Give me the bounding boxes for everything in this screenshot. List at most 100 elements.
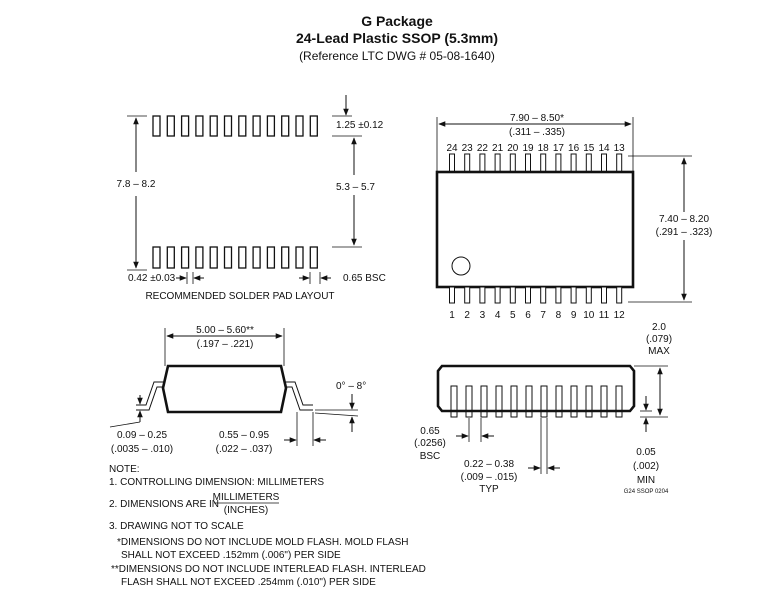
- pin-number: 13: [614, 143, 626, 154]
- package-lead: [540, 286, 547, 304]
- lead-pitch-note: BSC: [420, 451, 441, 462]
- star-note-1b: SHALL NOT EXCEED .152mm (.006") PER SIDE: [121, 550, 341, 561]
- body-width-mm: 5.00 – 5.60**: [196, 325, 254, 336]
- package-lead: [540, 153, 547, 173]
- package-title: G Package: [361, 13, 433, 29]
- solder-pad: [223, 115, 233, 137]
- star-note-2b: FLASH SHALL NOT EXCEED .254mm (.010") PE…: [121, 577, 376, 588]
- package-lead: [525, 153, 531, 173]
- side-lead: [510, 385, 518, 418]
- pin-number: 2: [464, 310, 470, 321]
- side-lead: [540, 385, 548, 418]
- pin-number: 6: [525, 310, 531, 321]
- solder-pad: [309, 115, 318, 137]
- top-leads: [449, 153, 623, 173]
- solder-pad: [152, 246, 161, 269]
- pin-number: 4: [495, 310, 501, 321]
- package-body-side: [436, 364, 636, 413]
- pad-row-top: [152, 115, 318, 137]
- pin-number: 8: [556, 310, 562, 321]
- package-lead: [479, 153, 486, 173]
- note-2-prefix: 2. DIMENSIONS ARE IN: [109, 499, 219, 510]
- package-lead: [449, 286, 455, 304]
- solder-pad: [309, 246, 318, 269]
- overall-width-mm: 7.40 – 8.20: [659, 214, 709, 225]
- solder-pad: [238, 115, 247, 137]
- solder-pad-layout: 7.8 – 8.2 1.25 ±0.12 5.3 – 5.7 0.42 ±0.0…: [117, 95, 386, 302]
- notes-heading: NOTE:: [109, 464, 140, 475]
- package-lead: [494, 286, 501, 304]
- body-length-mm: 7.90 – 8.50*: [510, 113, 564, 124]
- lead-width-in: (.009 – .015): [461, 472, 518, 483]
- package-lead: [509, 286, 516, 304]
- package-lead: [585, 153, 592, 173]
- package-lead: [570, 286, 577, 304]
- solder-pad: [180, 115, 190, 137]
- solder-pad: [281, 246, 290, 269]
- overall-span-dim: 7.8 – 8.2: [117, 179, 156, 190]
- side-lead: [525, 385, 533, 418]
- package-lead: [616, 286, 623, 304]
- note-1: 1. CONTROLLING DIMENSION: MILLIMETERS: [109, 477, 324, 488]
- max-height-note: MAX: [648, 346, 670, 357]
- pin-number: 24: [446, 143, 458, 154]
- pin-number: 9: [571, 310, 577, 321]
- foot-length-mm: 0.55 – 0.95: [219, 430, 269, 441]
- pin-number: 22: [477, 143, 489, 154]
- lead-thickness-mm: 0.09 – 0.25: [117, 430, 167, 441]
- note-2-units-bottom: (INCHES): [224, 505, 268, 516]
- solder-pad: [209, 115, 218, 137]
- star-note-1a: *DIMENSIONS DO NOT INCLUDE MOLD FLASH. M…: [117, 537, 409, 548]
- pin-number: 5: [510, 310, 516, 321]
- pin-number: 21: [492, 143, 504, 154]
- note-2-units-top: MILLIMETERS: [213, 492, 280, 503]
- pin-number: 1: [449, 310, 455, 321]
- pin-number: 19: [522, 143, 534, 154]
- pin-number: 15: [583, 143, 595, 154]
- row-pitch-dim: 5.3 – 5.7: [336, 182, 375, 193]
- side-lead: [585, 385, 593, 418]
- standoff-in: (.002): [633, 461, 659, 472]
- package-lead: [601, 286, 607, 304]
- side-lead: [480, 385, 488, 418]
- body-width-in: (.197 – .221): [197, 339, 254, 350]
- solder-pad: [295, 246, 304, 269]
- package-lead: [509, 153, 516, 173]
- solder-pad: [223, 246, 233, 269]
- pin-number: 17: [553, 143, 565, 154]
- note-3: 3. DRAWING NOT TO SCALE: [109, 521, 244, 532]
- package-body-top: [435, 170, 635, 289]
- max-height-in: (.079): [646, 334, 672, 345]
- solder-pad: [166, 115, 175, 137]
- side-lead: [555, 385, 563, 418]
- solder-pad: [180, 246, 190, 269]
- package-lead: [464, 286, 471, 304]
- pin-number: 16: [568, 143, 580, 154]
- solder-pad: [152, 115, 161, 137]
- solder-pad: [266, 115, 276, 137]
- pin-number: 12: [614, 310, 626, 321]
- pin-number: 14: [598, 143, 610, 154]
- package-lead: [525, 286, 531, 304]
- lead-width-mm: 0.22 – 0.38: [464, 459, 514, 470]
- pad-pitch-dim: 0.65 BSC: [343, 273, 386, 284]
- package-lead: [601, 153, 607, 173]
- solder-pad: [295, 115, 304, 137]
- standoff-mm: 0.05: [636, 447, 656, 458]
- lead-width-note: TYP: [479, 484, 499, 495]
- package-lead: [464, 153, 471, 173]
- body-length-in: (.311 – .335): [509, 127, 565, 138]
- side-view: 2.0 (.079) MAX 0.05 (.002) MIN G24 SSOP …: [414, 322, 672, 495]
- pad-row-bottom: [152, 246, 318, 269]
- overall-width-in: (.291 – .323): [656, 227, 713, 238]
- pin-number: 23: [462, 143, 474, 154]
- side-lead: [615, 385, 623, 418]
- pin-number: 18: [538, 143, 550, 154]
- solder-pad: [195, 246, 204, 269]
- pin-number: 10: [583, 310, 595, 321]
- package-lead: [449, 153, 455, 173]
- lead-pitch-mm: 0.65: [420, 426, 440, 437]
